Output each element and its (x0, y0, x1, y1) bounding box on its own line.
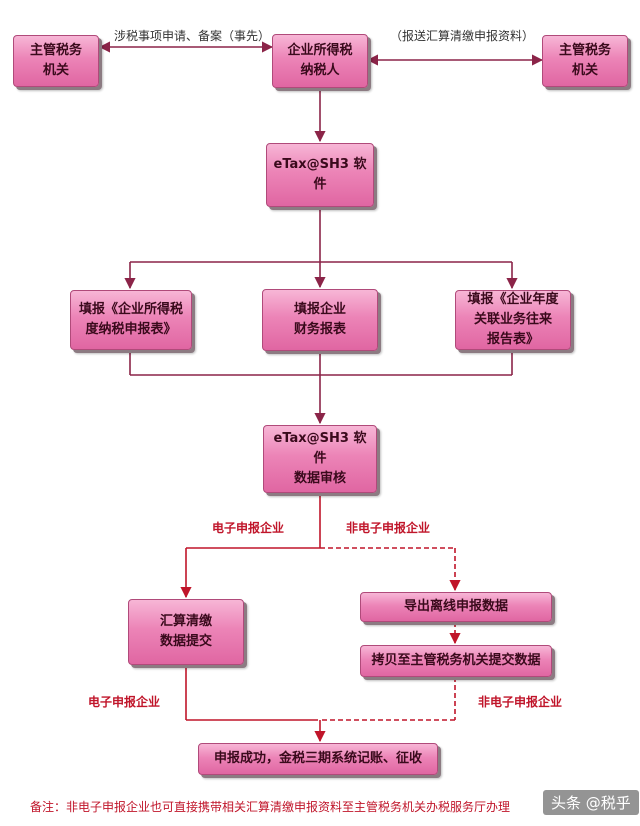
export-offline-box: 导出离线申报数据 (360, 592, 552, 622)
form-income-tax-box: 填报《企业所得税 度纳税申报表》 (70, 290, 192, 350)
tax-authority-right-box: 主管税务 机关 (542, 35, 628, 87)
label-electronic-1: 电子申报企业 (212, 521, 285, 535)
success-box: 申报成功，金税三期系统记账、征收 (198, 743, 438, 775)
form-financial-box: 填报企业 财务报表 (262, 289, 378, 351)
footnote: 备注：非电子申报企业也可直接携带相关汇算清缴申报资料至主管税务机关办税服务厅办理 (30, 800, 511, 814)
label-top-left: 涉税事项申请、备案（事先） (114, 29, 271, 43)
settlement-submit-box: 汇算清缴 数据提交 (128, 599, 244, 665)
copy-submit-box: 拷贝至主管税务机关提交数据 (360, 645, 552, 677)
label-electronic-2: 电子申报企业 (88, 695, 161, 709)
tax-authority-left-box: 主管税务 机关 (13, 35, 99, 87)
taxpayer-box: 企业所得税 纳税人 (272, 34, 368, 88)
watermark: 头条 @税乎 (543, 790, 639, 815)
label-non-electronic-1: 非电子申报企业 (346, 521, 431, 535)
software-box: eTax@SH3 软 件 (266, 143, 374, 207)
label-top-right: （报送汇算清缴申报资料） (390, 29, 535, 43)
software-review-box: eTax@SH3 软件 数据审核 (263, 425, 377, 493)
form-related-party-box: 填报《企业年度 关联业务往来 报告表》 (455, 290, 571, 350)
label-non-electronic-2: 非电子申报企业 (478, 695, 563, 709)
